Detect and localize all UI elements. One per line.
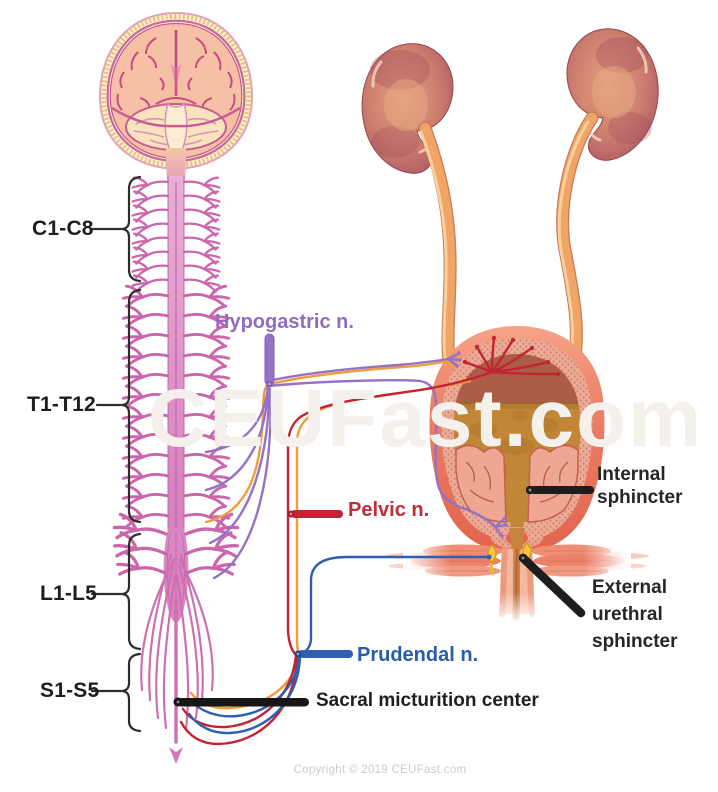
interhemispheric-fissure — [170, 64, 182, 90]
external-sphincter-pointer — [518, 553, 586, 618]
segment-label-sacral: S1-S5 — [40, 679, 100, 702]
internal-sphincter-pointer — [525, 485, 594, 495]
hypogastric-nerve-label: Hypogastric n. — [215, 311, 354, 333]
copyright-text: Copyright © 2019 CEUFast.com — [293, 764, 467, 776]
tentorium-line — [111, 106, 241, 128]
segment-label-thoracic: T1-T12 — [27, 393, 96, 416]
urine-funnel — [506, 455, 528, 534]
conus-tip — [169, 747, 183, 764]
pelvic-floor-left — [385, 540, 503, 578]
ureter-left — [418, 121, 457, 369]
internal-sphincter-label: Internal sphincter — [597, 464, 683, 509]
kidney-left — [361, 43, 454, 174]
spine-segment-brackets — [90, 175, 142, 733]
pelvic-nerve-path — [179, 335, 561, 746]
label-markers — [173, 333, 594, 707]
segment-label-lumbar: L1-L5 — [40, 582, 98, 605]
bracket-sacral — [121, 652, 142, 733]
cauda-equina — [140, 553, 214, 744]
pelvic-nerve-label: Pelvic n. — [348, 499, 430, 521]
detrusor-nerve-fan — [462, 335, 561, 377]
spinal-cord-illustration — [107, 172, 245, 764]
sacral-micturition-center-label: Sacral micturition center — [316, 690, 539, 711]
hypogastric-marker — [264, 333, 275, 388]
kidney-right — [566, 28, 659, 161]
pelvic-marker — [287, 510, 343, 518]
brain-illustration — [98, 12, 254, 198]
hypogastric-nerve-path — [204, 351, 508, 580]
prudendal-marker — [294, 650, 353, 658]
pelvic-floor-muscles — [385, 540, 649, 578]
prudendal-nerve-label: Prudendal n. — [357, 644, 479, 666]
sacral-center-marker — [173, 697, 309, 707]
segment-label-cervical: C1-C8 — [32, 217, 94, 240]
external-urethral-sphincter-label: External urethral sphincter — [592, 577, 678, 652]
pelvic-floor-right — [531, 540, 649, 578]
